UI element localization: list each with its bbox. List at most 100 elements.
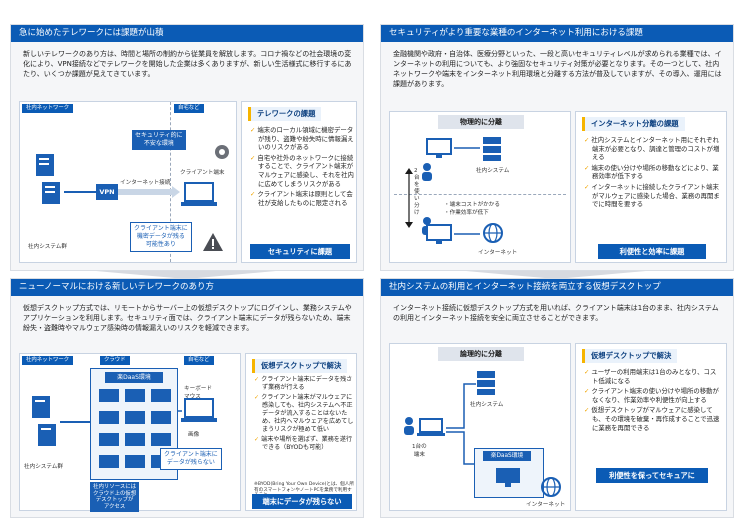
sidebar-title: 仮想デスクトップで解決 <box>582 349 678 363</box>
home-tag: 自宅など <box>174 104 204 113</box>
bullet-item: ✓端末や場所を選ばず、業務を遂行できる（BYODも可能） <box>254 436 353 451</box>
internet-label: インターネット <box>478 250 518 256</box>
bullet-list: ✓社内システムとインターネット用にそれぞれ端末が必要となり、調達と管理のコストが… <box>584 136 722 211</box>
tunnel-arrow <box>118 186 180 198</box>
bullet-item: ✓クライアント端末にデータを残さず業務が行える <box>254 376 353 391</box>
internet-connection-label: インターネット接続 <box>120 180 171 186</box>
two-terminals-label: 2台を使い分け <box>414 168 420 216</box>
system-label: 社内システム <box>476 168 510 174</box>
zone-divider <box>394 194 566 195</box>
bullet-item: ✓仮想デスクトップがマルウェアに感染しても、その環境を破棄・再作成することで迅速… <box>584 406 720 432</box>
cloud-tag: クラウド <box>100 356 130 365</box>
panel-intro: 仮想デスクトップ方式では、リモートからサーバー上の仮想デスクトップにログインし、… <box>23 304 352 332</box>
diagram-area: 論理的に分離 社内システム 1台の 端末 楽DaaS環境 インターネット <box>389 343 571 511</box>
result-badge: セキュリティに課題 <box>250 244 350 259</box>
laptop-icon <box>181 398 217 422</box>
bullet-item: ✓ユーザーの利用端末は1台のみとなり、コスト低減になる <box>584 368 717 385</box>
sidebar-title: 仮想デスクトップで解決 <box>252 359 348 373</box>
daas-environment: 楽DaaS環境 <box>474 448 544 498</box>
diagram-area: 社内ネットワーク 自宅など 社内システム群 VPN インターネット接続 クライア… <box>19 101 237 263</box>
bullet-item: ✓社内システムとインターネット用にそれぞれ端末が必要となり、調達と管理のコストが… <box>584 136 720 162</box>
panel-new-telework: ニューノーマルにおける新しいテレワークのあり方 仮想デスクトップ方式では、リモー… <box>10 278 364 518</box>
connection-line <box>60 421 90 423</box>
panel-title: 急に始めたテレワークには課題が山積 <box>11 25 363 42</box>
issues-sidebar: インターネット分離の課題 ✓社内システムとインターネット用にそれぞれ端末が必要と… <box>575 111 727 263</box>
laptop-icon <box>181 182 217 206</box>
zone-divider <box>170 102 171 262</box>
desktop-icon <box>426 224 452 244</box>
bullet-list: ✓クライアント端末にデータを残さず業務が行える ✓クライアント端末がマルウェアに… <box>254 376 354 454</box>
person-icon <box>404 417 414 435</box>
no-data-callout: クライアント端末に データが残らない <box>160 448 222 470</box>
bullet-item: ✓クライアント端末の使い分けや場所の移動がなくなり、作業効率や利便性が向上する <box>584 387 719 404</box>
one-terminal-label: 1台の 端末 <box>412 444 427 458</box>
bullet-list: ✓ユーザーの利用端末は1台のみとなり、コスト低減になる ✓クライアント端末の使い… <box>584 368 722 434</box>
efficiency-note: ・作業効率が低下 <box>444 210 489 216</box>
link-line <box>178 410 182 412</box>
internet-label: インターネット <box>526 502 566 508</box>
bullet-item: ✓クライアント端末がマルウェアに感染しても、社内システムへ不正データが流入するこ… <box>254 394 354 433</box>
bullet-item: ✓自宅や社外のネットワークに接続することで、クライアント端末がマルウェアに感染し… <box>250 153 354 188</box>
down-arrow <box>466 271 646 279</box>
office-network-tag: 社内ネットワーク <box>22 356 74 365</box>
bullet-item: ✓端末の使い分けや場所の移動などにより、業務効率が低下する <box>584 163 719 181</box>
cost-note: ・端末コストがかかる <box>444 202 500 208</box>
connection-line <box>64 191 98 193</box>
down-arrow <box>96 271 276 279</box>
connection-lines <box>446 383 476 465</box>
panel-title: セキュリティがより重要な業種のインターネット利用における課題 <box>381 25 733 42</box>
connection-line <box>454 233 480 235</box>
gear-icon <box>215 145 229 159</box>
server-label: 社内システム群 <box>28 244 67 250</box>
server-label: 社内システム群 <box>24 464 63 470</box>
sidebar-title: テレワークの課題 <box>248 107 322 121</box>
connection-line <box>454 147 480 149</box>
resource-callout: 社内リソースには クラウド上の仮想 デスクトップが アクセス <box>90 482 140 513</box>
security-callout: セキュリティ的に 不安な環境 <box>132 130 186 150</box>
solution-sidebar: 仮想デスクトップで解決 ✓ユーザーの利用端末は1台のみとなり、コスト低減になる … <box>575 343 727 511</box>
bullet-list: ✓端末のローカル領域に機密データが残り、盗難や紛失時に情報漏えいのリスクがある … <box>250 126 354 209</box>
globe-icon <box>483 223 503 243</box>
panel-internet-separation: セキュリティがより重要な業種のインターネット利用における課題 金融機関や政府・自… <box>380 24 734 271</box>
bullet-item: ✓インターネットに接続したクライアント端末がマルウェアに感染した場合、業務の再開… <box>584 182 720 209</box>
diagram-area: 物理的に分離 社内システム 2台を使い分け ・端末コストがかかる ・作業効率が低… <box>389 111 571 263</box>
bullet-item: ✓クライアント端末は原則として会社が支給したものに限定される <box>250 190 353 207</box>
person-icon <box>422 163 432 181</box>
panel-intro: インターネット接続に仮想デスクトップ方式を用いれば、クライアント端末は1台のまま… <box>393 304 719 322</box>
panel-title: ニューノーマルにおける新しいテレワークのあり方 <box>11 279 363 296</box>
virtual-desktop-icon <box>496 468 520 487</box>
data-callout: クライアント端末に 機密データが残る 可能性あり <box>130 222 192 252</box>
panel-title: 社内システムの利用とインターネット接続を両立する仮想デスクトップ <box>381 279 733 296</box>
separation-title: 物理的に分離 <box>438 115 524 129</box>
client-label: クライアント端末 <box>180 170 225 176</box>
sidebar-title: インターネット分離の課題 <box>582 117 685 131</box>
solution-sidebar: 仮想デスクトップで解決 ✓クライアント端末にデータを残さず業務が行える ✓クライ… <box>245 353 357 511</box>
result-badge: 利便性と効率に課題 <box>598 244 706 259</box>
home-tag: 自宅など <box>184 356 214 365</box>
warning-icon <box>203 233 223 251</box>
daas-label: 楽DaaS環境 <box>483 451 531 461</box>
screen-label: 画像 <box>188 432 200 438</box>
diagram-area: 社内ネットワーク クラウド 自宅など 社内システム群 楽DaaS環境 キーボード… <box>19 353 241 513</box>
panel-virtual-desktop-solution: 社内システムの利用とインターネット接続を両立する仮想デスクトップ インターネット… <box>380 278 734 518</box>
office-network-tag: 社内ネットワーク <box>22 104 74 113</box>
panel-intro: 新しいテレワークのあり方は、時間と場所の制約から従業員を解放します。コロナ禍など… <box>23 50 352 78</box>
vpn-box: VPN <box>96 184 118 200</box>
separation-title: 論理的に分離 <box>438 347 524 361</box>
panel-intro: 金融機関や政府・自治体、医療分野といった、一段と高いセキュリティレベルが求められ… <box>393 50 722 88</box>
panel-telework-issues: 急に始めたテレワークには課題が山積 新しいテレワークのあり方は、時間と場所の制約… <box>10 24 364 271</box>
server-icon <box>32 396 56 446</box>
server-icon <box>36 154 60 204</box>
globe-icon <box>541 477 561 497</box>
keyboard-label: キーボード マウス <box>184 386 212 400</box>
issues-sidebar: テレワークの課題 ✓端末のローカル領域に機密データが残り、盗難や紛失時に情報漏え… <box>241 101 357 263</box>
daas-label: 楽DaaS環境 <box>105 372 163 383</box>
bullet-item: ✓端末のローカル領域に機密データが残り、盗難や紛失時に情報漏えいのリスクがある <box>250 126 354 152</box>
result-badge: 端末にデータが残らない <box>252 494 352 509</box>
switch-arrow <box>405 168 413 228</box>
server-icon <box>477 371 495 395</box>
laptop-icon <box>417 418 445 436</box>
system-label: 社内システム <box>470 402 504 408</box>
result-badge: 利便性を保ってセキュアに <box>596 468 708 483</box>
desktop-icon <box>426 138 452 158</box>
